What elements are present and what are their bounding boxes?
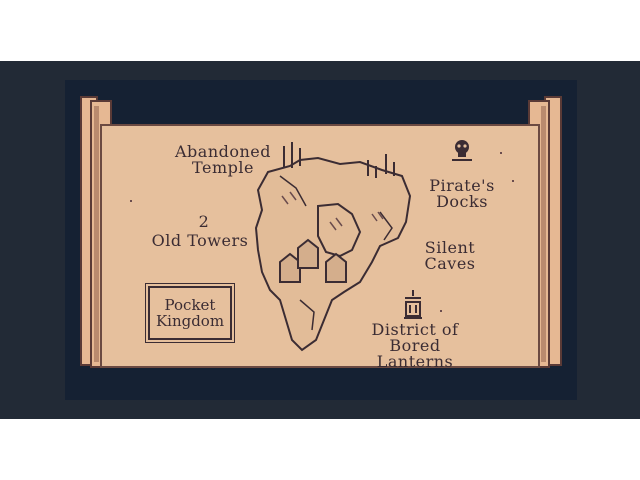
cliff-hatching <box>281 191 384 231</box>
inner-cliff <box>317 202 362 258</box>
map-dots <box>130 152 514 312</box>
temple-ruins-icon <box>283 142 395 178</box>
label-pocket-kingdom: Pocket Kingdom <box>155 296 225 330</box>
towers-icon <box>279 238 347 283</box>
skull-icon <box>452 140 472 161</box>
label-pirates-docks: Pirate's Docks <box>429 176 495 211</box>
label-old-towers-number: 2 <box>198 212 210 231</box>
cliff-edge <box>279 175 393 331</box>
label-old-towers: Old Towers <box>151 231 249 250</box>
label-district-bored-lanterns: District of Bored Lanterns <box>371 320 459 371</box>
label-pocket-kingdom-box: Pocket Kingdom <box>145 283 235 343</box>
lantern-icon <box>404 290 422 319</box>
label-abandoned-temple: Abandoned Temple <box>174 142 272 177</box>
label-silent-caves: Silent Caves <box>424 238 476 273</box>
